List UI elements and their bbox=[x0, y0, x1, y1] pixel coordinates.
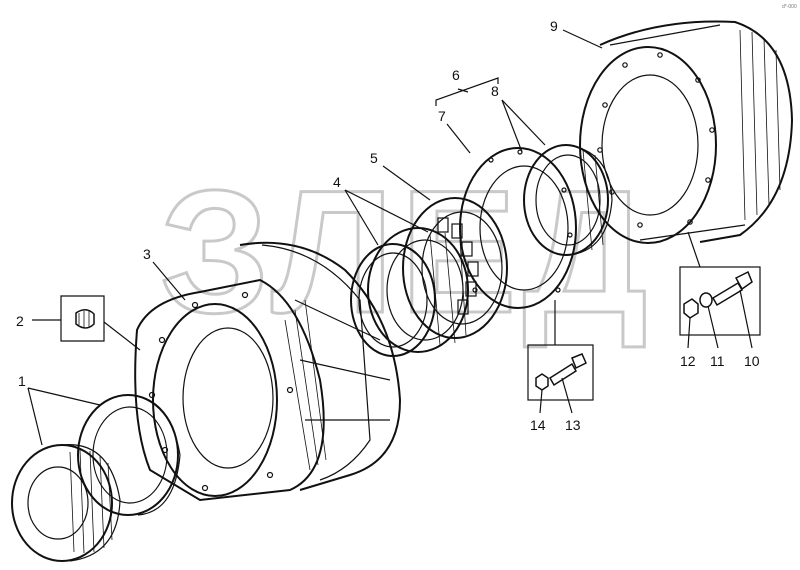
callout-11: 11 bbox=[710, 353, 725, 369]
callout-10: 10 bbox=[744, 353, 760, 369]
callout-2: 2 bbox=[16, 313, 24, 329]
part-9-brake-drum bbox=[579, 20, 794, 244]
callout-1: 1 bbox=[18, 373, 26, 389]
part-11-washer bbox=[699, 292, 713, 308]
part-8-seal-pair bbox=[523, 144, 613, 256]
part-10-bolt bbox=[711, 270, 753, 307]
part-1-bearing-cone bbox=[11, 444, 121, 562]
part-14-nut bbox=[535, 373, 549, 391]
callout-14: 14 bbox=[530, 417, 546, 433]
parts-10-12-fastener-box bbox=[679, 231, 761, 336]
callout-8: 8 bbox=[491, 83, 499, 99]
part-1-bearing-cup bbox=[77, 394, 181, 516]
part-2-plug bbox=[60, 295, 141, 351]
part-13-bolt bbox=[548, 353, 587, 387]
part-12-nut bbox=[683, 298, 699, 319]
part-3-hub bbox=[134, 241, 402, 502]
parts-13-14-fastener-box bbox=[527, 300, 594, 401]
callout-6: 6 bbox=[452, 67, 460, 83]
leader-lines bbox=[27, 29, 753, 446]
callout-4: 4 bbox=[333, 174, 341, 190]
callout-13: 13 bbox=[565, 417, 581, 433]
callout-5: 5 bbox=[370, 150, 378, 166]
callout-12: 12 bbox=[680, 353, 696, 369]
part-7-retainer-plate bbox=[459, 147, 577, 309]
part-4-bearing-cup bbox=[350, 243, 436, 357]
corner-mark: d*-000 bbox=[782, 4, 797, 10]
callout-9: 9 bbox=[550, 18, 558, 34]
callout-3: 3 bbox=[143, 246, 151, 262]
callout-labels: 1 2 3 4 5 6 7 8 9 10 11 12 13 14 bbox=[16, 18, 760, 433]
callout-7: 7 bbox=[438, 108, 446, 124]
part-4-bearing-cone bbox=[367, 227, 469, 353]
